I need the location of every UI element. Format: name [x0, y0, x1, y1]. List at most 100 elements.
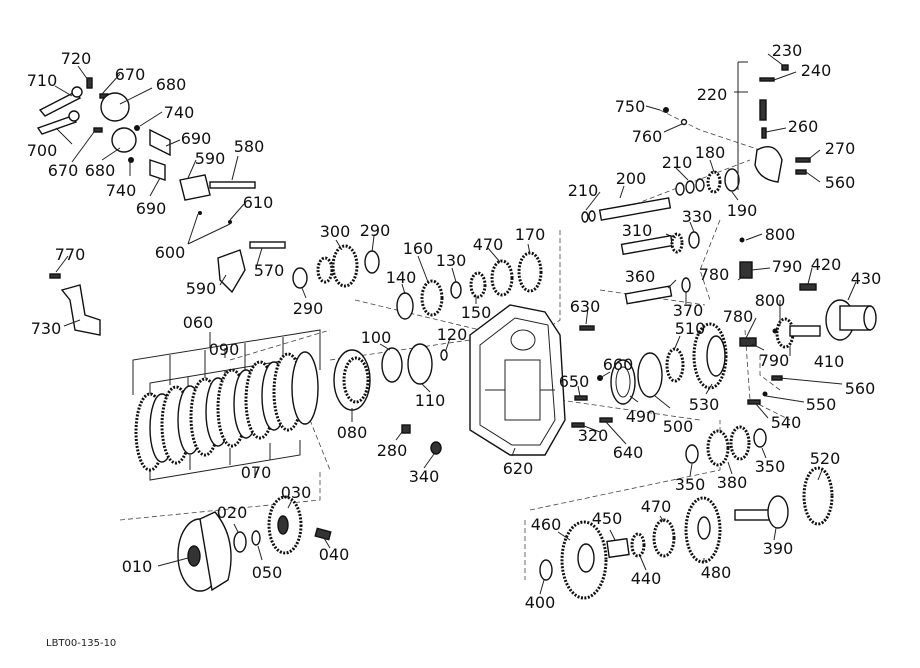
- part-label: 090: [209, 340, 240, 359]
- part-label: 780: [699, 265, 730, 284]
- part-label: 370: [673, 301, 704, 320]
- part-label: 510: [675, 319, 706, 338]
- part-label: 320: [578, 426, 609, 445]
- part-label: 540: [771, 413, 802, 432]
- part-label: 430: [851, 269, 882, 288]
- part-label: 670: [48, 161, 79, 180]
- part-label: 040: [319, 545, 350, 564]
- part-label: 290: [293, 299, 324, 318]
- part-label: 790: [772, 257, 803, 276]
- part-label: 500: [663, 417, 694, 436]
- part-label: 530: [689, 395, 720, 414]
- part-label: 590: [195, 149, 226, 168]
- output-shaft-group: [581, 168, 740, 223]
- input-shaft-group: [620, 231, 700, 305]
- piston-group: [333, 343, 448, 455]
- part-label: 380: [717, 473, 748, 492]
- part-label: 650: [559, 372, 590, 391]
- bracket-group: [49, 273, 101, 336]
- part-label: 350: [675, 475, 706, 494]
- small-hardware: [571, 64, 811, 428]
- part-label: 690: [181, 129, 212, 148]
- part-label: 100: [361, 328, 392, 347]
- part-label: 580: [234, 137, 265, 156]
- part-label: 310: [622, 221, 653, 240]
- leader-lines: [54, 53, 857, 595]
- part-label: 290: [360, 221, 391, 240]
- part-label: 490: [626, 407, 657, 426]
- part-label: 280: [377, 441, 408, 460]
- part-label: 140: [386, 268, 417, 287]
- part-label: 030: [281, 483, 312, 502]
- part-label: 330: [682, 207, 713, 226]
- part-label: 410: [814, 352, 845, 371]
- part-label: 470: [473, 235, 504, 254]
- part-label: 070: [241, 463, 272, 482]
- part-label: 670: [115, 65, 146, 84]
- part-label: 350: [755, 457, 786, 476]
- part-label: 270: [825, 139, 856, 158]
- part-label: 480: [701, 563, 732, 582]
- clutch-drum-group: [177, 495, 332, 592]
- part-label: 400: [525, 593, 556, 612]
- figure-id-label: LBT00-135-10: [46, 638, 116, 649]
- part-label: 520: [810, 449, 841, 468]
- part-label: 620: [503, 459, 534, 478]
- part-label: 800: [755, 291, 786, 310]
- part-label: 010: [122, 557, 153, 576]
- part-label: 200: [616, 169, 647, 188]
- part-label: 780: [723, 307, 754, 326]
- part-label: 420: [811, 255, 842, 274]
- rear-cover-group: [775, 283, 877, 349]
- part-label: 570: [254, 261, 285, 280]
- part-label: 660: [603, 355, 634, 374]
- part-label: 710: [27, 71, 58, 90]
- part-label: 130: [436, 251, 467, 270]
- assembly-guide-lines: [119, 109, 791, 580]
- part-label: 600: [155, 243, 186, 262]
- part-label: 790: [759, 351, 790, 370]
- part-label: 560: [845, 379, 876, 398]
- part-label: 180: [695, 143, 726, 162]
- part-label: 470: [641, 497, 672, 516]
- part-label: 640: [613, 443, 644, 462]
- part-label: 110: [415, 391, 446, 410]
- part-labels: 010 020 030 040 050 060 070 080 090 100 …: [27, 41, 882, 612]
- part-label: 720: [61, 49, 92, 68]
- part-label: 220: [697, 85, 728, 104]
- lower-gear-group: [539, 466, 834, 600]
- part-label: 770: [55, 245, 86, 264]
- part-label: 680: [156, 75, 187, 94]
- part-label: 160: [403, 239, 434, 258]
- part-label: 680: [85, 161, 116, 180]
- part-label: 630: [570, 297, 601, 316]
- part-label: 700: [27, 141, 58, 160]
- part-label: 390: [763, 539, 794, 558]
- bearing-ring-group: [610, 322, 728, 405]
- part-label: 020: [217, 503, 248, 522]
- shaft-gear-group: [292, 244, 543, 320]
- part-label: 120: [437, 325, 468, 344]
- part-label: 340: [409, 467, 440, 486]
- part-label: 610: [243, 193, 274, 212]
- part-label: 300: [320, 222, 351, 241]
- clutch-disc-pack: [134, 351, 319, 472]
- part-label: 740: [164, 103, 195, 122]
- part-label: 460: [531, 515, 562, 534]
- part-label: 190: [727, 201, 758, 220]
- transmission-housing: [469, 304, 566, 456]
- part-label: 050: [252, 563, 283, 582]
- part-label: 210: [662, 153, 693, 172]
- part-label: 210: [568, 181, 599, 200]
- part-label: 550: [806, 395, 837, 414]
- part-label: 750: [615, 97, 646, 116]
- part-label: 690: [136, 199, 167, 218]
- part-label: 730: [31, 319, 62, 338]
- part-label: 170: [515, 225, 546, 244]
- part-label: 800: [765, 225, 796, 244]
- part-label: 360: [625, 267, 656, 286]
- part-label: 440: [631, 569, 662, 588]
- part-label: 060: [183, 313, 214, 332]
- part-label: 260: [788, 117, 819, 136]
- part-label: 150: [461, 303, 492, 322]
